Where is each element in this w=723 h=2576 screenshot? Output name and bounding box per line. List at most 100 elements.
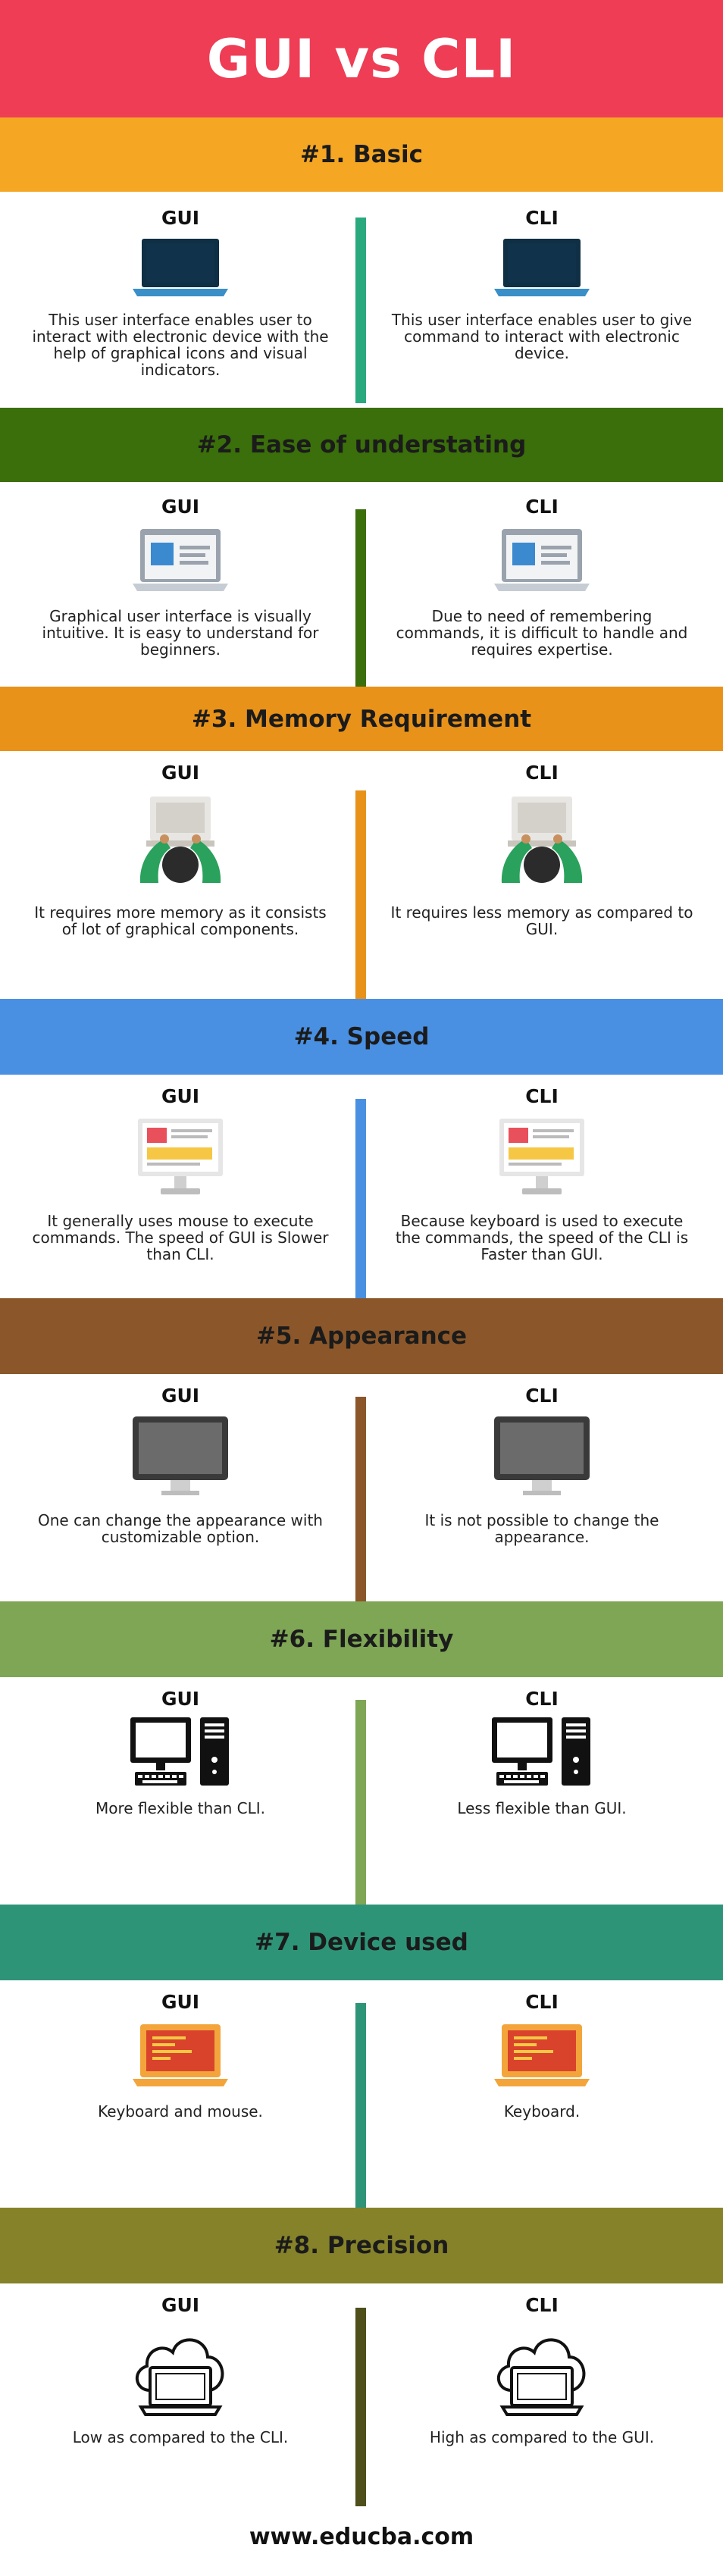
cli-column: CLI Because keyboard is used to execute … [383,1085,701,1263]
divider [355,1099,366,1298]
monitor-icon [21,1407,340,1506]
section-header: #8. Precision [0,2208,723,2283]
column-heading: CLI [525,1385,559,1407]
column-heading: CLI [525,207,559,229]
desktop-computer-icon [383,1711,701,1794]
gui-column: GUI Graphical user interface is visually… [21,496,340,658]
section-body: GUI This user interface enables user to … [0,192,723,408]
column-description: Low as compared to the CLI. [72,2428,289,2446]
column-description: Keyboard. [503,2102,581,2121]
gui-column: GUI Keyboard and mouse. [21,1991,340,2120]
column-description: More flexible than CLI. [95,1799,265,1817]
divider [355,509,366,687]
section-title: #5. Appearance [255,1322,468,1350]
section-flexibility: #6. Flexibility GUI More flexible than C… [0,1601,723,1905]
monitor-webpage-icon [383,1108,701,1207]
section-body: GUI It requires more memory as it consis… [0,751,723,999]
gui-column: GUI It requires more memory as it consis… [21,762,340,937]
column-heading: GUI [161,207,200,229]
cli-column: CLI It is not possible to change the app… [383,1385,701,1545]
column-heading: GUI [161,2294,200,2316]
column-heading: GUI [161,1385,200,1407]
cli-column: CLI High as compared to the GUI. [383,2294,701,2446]
column-description: It generally uses mouse to execute comma… [32,1212,329,1263]
title-banner: GUI vs CLI [0,0,723,117]
column-heading: GUI [161,762,200,784]
column-description: Graphical user interface is visually int… [42,607,319,659]
column-description: This user interface enables user to inte… [32,311,329,379]
column-description: This user interface enables user to give… [391,311,693,362]
column-heading: CLI [525,1085,559,1107]
divider [355,2308,366,2506]
section-ease-of-understating: #2. Ease of understating GUI Graphical u… [0,408,723,687]
code-laptop-icon [383,2014,701,2097]
monitor-webpage-icon [21,1108,340,1207]
column-description: High as compared to the GUI. [429,2428,655,2446]
section-title: #3. Memory Requirement [191,705,532,733]
section-header: #4. Speed [0,999,723,1075]
column-description: Due to need of remembering commands, it … [396,607,688,659]
divider [355,1397,366,1601]
divider [355,2003,366,2208]
section-basic: #1. Basic GUI This user interface enable… [0,117,723,408]
section-body: GUI One can change the appearance with c… [0,1374,723,1601]
column-heading: GUI [161,1085,200,1107]
section-speed: #4. Speed GUI It generally uses mouse to… [0,999,723,1298]
column-description: Less flexible than GUI. [457,1799,627,1817]
cloud-laptop-icon [383,2317,701,2423]
section-header: #7. Device used [0,1905,723,1980]
footer: www.educba.com [0,2506,723,2567]
divider [355,218,366,403]
column-heading: CLI [525,1688,559,1710]
cli-column: CLI Keyboard. [383,1991,701,2120]
desktop-computer-icon [21,1711,340,1794]
person-at-computer-icon [383,784,701,898]
section-device-used: #7. Device used GUI Keyboard and mouse. … [0,1905,723,2208]
cli-column: CLI Due to need of remembering commands,… [383,496,701,658]
gui-column: GUI More flexible than CLI. [21,1688,340,1817]
section-title: #7. Device used [255,1929,468,1956]
section-precision: #8. Precision GUI Low as compared to the… [0,2208,723,2506]
laptop-icon [383,230,701,305]
cli-column: CLI This user interface enables user to … [383,207,701,362]
section-body: GUI Low as compared to the CLI. CLI High… [0,2283,723,2506]
website-link[interactable]: www.educba.com [249,2523,474,2550]
column-description: Because keyboard is used to execute the … [395,1212,689,1263]
section-header: #6. Flexibility [0,1601,723,1677]
column-heading: GUI [161,1991,200,2013]
section-header: #5. Appearance [0,1298,723,1374]
section-title: #2. Ease of understating [196,431,527,459]
section-body: GUI Graphical user interface is visually… [0,482,723,687]
column-heading: CLI [525,1991,559,2013]
person-at-computer-icon [21,784,340,898]
column-description: One can change the appearance with custo… [38,1511,323,1546]
section-body: GUI More flexible than CLI. CLI Less fle… [0,1677,723,1905]
section-header: #1. Basic [0,117,723,192]
column-heading: CLI [525,496,559,518]
gui-column: GUI Low as compared to the CLI. [21,2294,340,2446]
column-heading: CLI [525,2294,559,2316]
cli-column: CLI Less flexible than GUI. [383,1688,701,1817]
section-title: #1. Basic [299,141,424,168]
section-header: #3. Memory Requirement [0,687,723,751]
divider [355,790,366,999]
cli-column: CLI It requires less memory as compared … [383,762,701,937]
column-heading: GUI [161,496,200,518]
section-header: #2. Ease of understating [0,408,723,482]
section-body: GUI It generally uses mouse to execute c… [0,1075,723,1298]
gui-column: GUI This user interface enables user to … [21,207,340,378]
gui-column: GUI It generally uses mouse to execute c… [21,1085,340,1263]
section-memory-requirement: #3. Memory Requirement GUI It requires m… [0,687,723,999]
column-description: It requires more memory as it consists o… [34,903,327,938]
page-title: GUI vs CLI [206,27,517,90]
gui-column: GUI One can change the appearance with c… [21,1385,340,1545]
section-title: #4. Speed [293,1023,430,1050]
browser-window-laptop-icon [21,518,340,602]
column-description: It is not possible to change the appeara… [424,1511,659,1546]
browser-window-laptop-icon [383,518,701,602]
section-body: GUI Keyboard and mouse. CLI Keyboard. [0,1980,723,2208]
column-heading: CLI [525,762,559,784]
monitor-icon [383,1407,701,1506]
section-appearance: #5. Appearance GUI One can change the ap… [0,1298,723,1601]
divider [355,1700,366,1905]
